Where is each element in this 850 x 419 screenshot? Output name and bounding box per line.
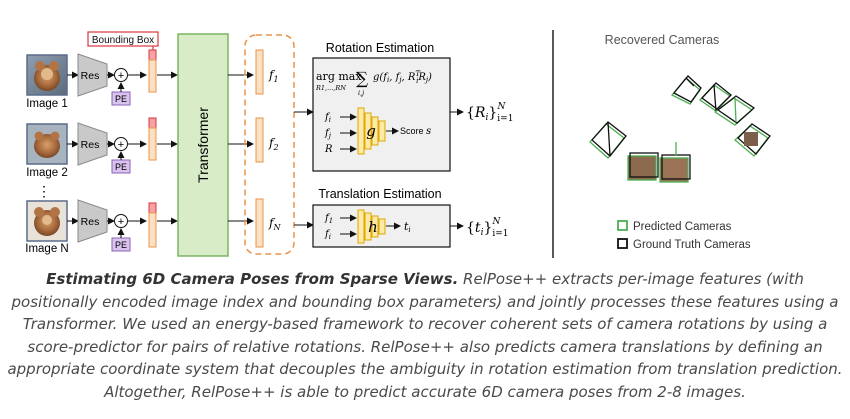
legend-predicted-swatch bbox=[617, 220, 628, 231]
bounding-box-label: Bounding Box bbox=[92, 35, 154, 46]
plus-node-2: + bbox=[114, 137, 128, 151]
figure-caption: Estimating 6D Camera Poses from Sparse V… bbox=[6, 268, 844, 403]
input-image-n bbox=[26, 200, 68, 242]
res-encoder-n: Res bbox=[77, 199, 108, 243]
feature-f1-label: f1 bbox=[268, 68, 279, 84]
recovered-title: Recovered Cameras bbox=[605, 33, 720, 47]
token-1 bbox=[148, 49, 157, 93]
svg-text:g: g bbox=[366, 122, 376, 140]
svg-text:Res: Res bbox=[81, 216, 100, 228]
image-n-label: Image N bbox=[25, 243, 68, 255]
plus-node-1: + bbox=[114, 68, 128, 82]
rotation-estimation: Rotation Estimation arg max R1,...,RN ∑ … bbox=[312, 41, 451, 172]
feature-f2 bbox=[255, 117, 264, 163]
input-image-2 bbox=[26, 123, 68, 165]
svg-text:h: h bbox=[368, 218, 378, 236]
legend-ground-truth-swatch bbox=[617, 238, 628, 249]
rot-input-r: R bbox=[324, 144, 333, 155]
legend: Predicted Cameras Ground Truth Cameras bbox=[617, 220, 751, 251]
res-label-1: Res bbox=[81, 70, 100, 82]
feature-f2-label: f2 bbox=[268, 136, 279, 152]
caption-body: RelPose++ extracts per-image features (w… bbox=[7, 270, 843, 401]
legend-predicted-label: Predicted Cameras bbox=[633, 221, 732, 233]
plus-node-n: + bbox=[114, 214, 128, 228]
input-row-1: Image 1 Res + PE bbox=[26, 49, 178, 110]
feature-fn-label: fN bbox=[268, 216, 281, 232]
legend-ground-truth-label: Ground Truth Cameras bbox=[633, 239, 751, 251]
svg-text:+: + bbox=[118, 139, 124, 151]
image-2-label: Image 2 bbox=[26, 167, 68, 179]
pe-block-2: PE bbox=[111, 159, 131, 174]
rot-input-fi: fi bbox=[324, 112, 331, 124]
svg-text:PE: PE bbox=[115, 162, 127, 172]
svg-text:PE: PE bbox=[115, 94, 127, 104]
score-output: Score s bbox=[400, 126, 431, 137]
token-2 bbox=[148, 117, 157, 161]
svg-text:PE: PE bbox=[115, 240, 127, 250]
camera-cluster bbox=[589, 75, 771, 183]
svg-text:+: + bbox=[118, 70, 124, 82]
trans-input-f1: f1 bbox=[324, 213, 333, 225]
image-1-label: Image 1 bbox=[26, 98, 68, 110]
input-row-2: Image 2 Res + PE bbox=[26, 117, 178, 179]
transformer-block: Transformer bbox=[177, 33, 229, 257]
trans-input-fi: fi bbox=[324, 229, 331, 241]
sum-subscript: i,j bbox=[358, 89, 364, 97]
ellipsis: ⋮ bbox=[37, 183, 51, 199]
rotation-title: Rotation Estimation bbox=[326, 41, 434, 55]
pe-block-1: PE bbox=[111, 91, 131, 106]
input-image-1 bbox=[26, 54, 68, 96]
feature-fn bbox=[255, 198, 264, 248]
translation-output: ti bbox=[404, 220, 411, 234]
svg-text:+: + bbox=[118, 216, 124, 228]
rot-input-fj: fj bbox=[324, 128, 332, 140]
translation-title: Translation Estimation bbox=[318, 187, 441, 201]
pe-block-n: PE bbox=[111, 237, 131, 252]
svg-text:Res: Res bbox=[81, 139, 100, 151]
token-n bbox=[148, 202, 157, 248]
res-encoder-1: Res bbox=[77, 53, 108, 97]
argmax-subscript: R1,...,RN bbox=[315, 84, 346, 92]
rotation-result: {Ri}i=1N bbox=[466, 102, 513, 124]
feature-f1 bbox=[255, 49, 264, 95]
caption-title: Estimating 6D Camera Poses from Sparse V… bbox=[46, 270, 459, 288]
bounding-box-callout: Bounding Box bbox=[87, 31, 159, 50]
input-row-n: Image N Res + PE bbox=[25, 199, 178, 255]
pipeline-diagram: Bounding Box Image 1 Res + PE bbox=[25, 30, 771, 258]
res-encoder-2: Res bbox=[77, 122, 108, 166]
translation-result: {ti}i=1N bbox=[466, 217, 509, 239]
translation-estimation: Translation Estimation f1 fi h ti bbox=[312, 187, 451, 248]
feature-group: f1 f2 fN bbox=[244, 34, 295, 255]
argmax-text: arg max bbox=[316, 70, 362, 83]
transformer-label: Transformer bbox=[195, 107, 211, 183]
score-network-g: g bbox=[357, 107, 386, 155]
recovered-cameras-panel: Recovered Cameras bbox=[589, 33, 771, 251]
translation-network-h: h bbox=[357, 209, 386, 244]
sum-symbol: ∑ bbox=[356, 69, 368, 89]
